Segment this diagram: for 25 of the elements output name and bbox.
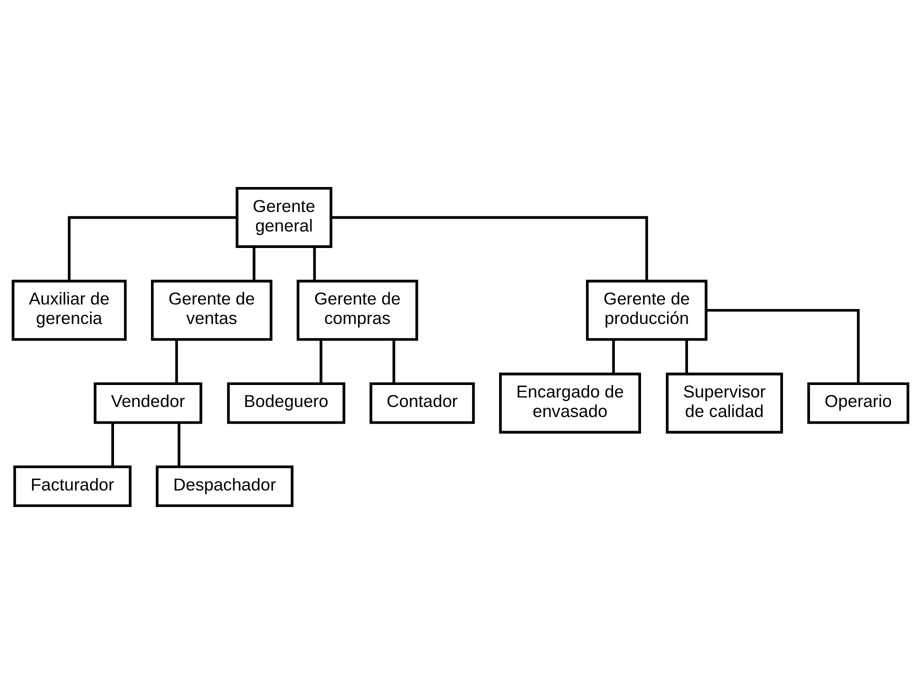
connector xyxy=(175,340,178,384)
node-box: Vendedor xyxy=(94,382,202,424)
node-box: Bodeguero xyxy=(227,382,346,424)
node-box: Supervisor de calidad xyxy=(666,372,783,434)
node-box: Facturador xyxy=(13,465,132,508)
node-box: Gerente de compras xyxy=(296,280,418,341)
node-box: Contador xyxy=(370,382,475,424)
connector xyxy=(111,422,114,467)
node-box: Gerente de producción xyxy=(586,280,708,341)
node-box: Despachador xyxy=(156,465,294,508)
connector xyxy=(320,340,322,384)
connector xyxy=(178,422,180,467)
node-box: Gerente de ventas xyxy=(150,280,272,341)
connector xyxy=(612,340,615,374)
connector xyxy=(68,216,237,281)
node-box: Encargado de envasado xyxy=(499,372,642,434)
connector xyxy=(685,340,688,374)
connector xyxy=(392,340,396,384)
node-box: Auxiliar de gerencia xyxy=(12,280,127,341)
connector xyxy=(313,246,316,282)
connector xyxy=(331,216,648,281)
node-box: Gerente general xyxy=(236,186,332,248)
connector xyxy=(252,246,256,282)
connector xyxy=(706,308,860,384)
node-box: Operario xyxy=(807,382,910,424)
